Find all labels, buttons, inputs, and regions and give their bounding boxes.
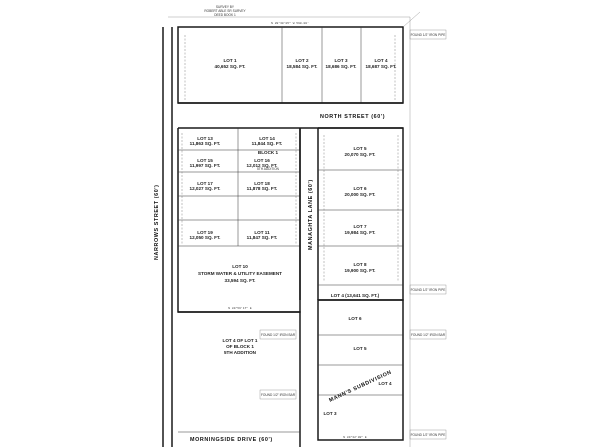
lot17-area: 12,027 SQ. FT. (190, 186, 221, 191)
lot11-area: 11,847 SQ. FT. (247, 235, 278, 240)
pin-note-bl: FOUND 1/2" IRON BAR (261, 393, 296, 397)
pin-box-tr (409, 29, 447, 40)
mann-lot6-label: LOT 6 (348, 316, 361, 321)
north-lot-lines (281, 27, 362, 103)
lot13-area: 11,863 SQ. FT. (190, 141, 221, 146)
pin-notes: FOUND 1/2" IRON PIPE FOUND 1/2" IRON BAR… (259, 29, 447, 440)
right-block-lot-lines (318, 169, 403, 286)
left-block-setbacks (181, 133, 297, 244)
top-note: SURVEY BY (216, 5, 235, 9)
south-lot-label: LOT 4 OF LOT 1 (223, 338, 258, 343)
lot14-area: 11,844 SQ. FT. (252, 141, 283, 146)
pin-note-rr: FOUND 1/2" IRON PIPE (411, 288, 446, 292)
lot5-label: LOT 5 (353, 146, 366, 151)
lot19-area: 12,050 SQ. FT. (190, 235, 221, 240)
west-street-edges (162, 27, 173, 447)
lot18-label: LOT 18 (254, 181, 270, 186)
block-label: BLOCK 1 (258, 150, 279, 155)
addition-label: 5TH ADDITION (257, 167, 280, 171)
lot18-area: 11,878 SQ. FT. (247, 186, 278, 191)
north-setbacks (184, 35, 396, 100)
south-lot-addition: 5TH ADDITION (224, 350, 257, 355)
mann-lot4-label: LOT 4 (378, 381, 391, 386)
top-dimension: N 89°30'05" W 590.00' (271, 21, 309, 25)
right-edge-lines (402, 11, 421, 447)
mann-subdivision-label: MANN'S SUBDIVISION (328, 369, 393, 403)
lot3-label: LOT 3 (334, 58, 347, 63)
lot16-label: LOT 16 (254, 158, 270, 163)
top-note-line2: DEED BOOK 1 (214, 13, 236, 17)
lot4-area: 18,687 SQ. FT. (366, 64, 397, 69)
pin-note-tr: FOUND 1/2" IRON PIPE (411, 33, 446, 37)
top-survey-note: SURVEY BY ROBERT ABLE SR SURVEY DEED BOO… (204, 5, 246, 17)
lot14-label: LOT 14 (259, 136, 275, 141)
lot11-label: LOT 11 (254, 230, 270, 235)
lot15-label: LOT 15 (197, 158, 213, 163)
lot3-area: 18,686 SQ. FT. (326, 64, 357, 69)
lot10-area: 33,594 SQ. FT. (225, 278, 256, 283)
lot19-label: LOT 19 (197, 230, 213, 235)
lot7-label: LOT 7 (353, 224, 366, 229)
lot17-label: LOT 17 (197, 181, 213, 186)
south-lot-block: OF BLOCK 1 (226, 344, 254, 349)
pin-box-ml (259, 329, 297, 340)
lot7-area: 19,984 SQ. FT. (345, 230, 376, 235)
mid-dimension: N 89°56'17" E (228, 306, 252, 310)
mann-lot5-label: LOT 5 (353, 346, 366, 351)
middle-lane-edges (299, 128, 319, 300)
pin-box-bl (259, 389, 297, 400)
pin-note-bot: FOUND 1/2" IRON PIPE (411, 433, 446, 437)
lot4-bottom-label: LOT 4 (13,641 SQ. FT.) (331, 293, 380, 298)
north-street-label: NORTH STREET (60') (320, 114, 385, 120)
mann-subdivision-boundary (317, 299, 404, 441)
lot1-area: 40,652 SQ. FT. (215, 64, 246, 69)
lot10-label: LOT 10 (232, 264, 248, 269)
pin-box-mr (409, 329, 447, 340)
lot6-label: LOT 6 (353, 186, 366, 191)
south-lot-boundary (178, 311, 301, 447)
mann-lot3-label: LOT 3 (323, 411, 336, 416)
middle-lane-label: MANAGHTA LANE (60') (308, 179, 314, 250)
lot16-area: 12,012 SQ. FT. (247, 163, 278, 168)
south-street-label: MORNINGSIDE DRIVE (60') (190, 437, 273, 443)
storm-easement-label: STORM WATER & UTILITY EASEMENT (198, 271, 282, 276)
lot8-label: LOT 8 (353, 262, 366, 267)
west-street-label: NARROWS STREET (60') (154, 184, 160, 260)
lot6-area: 20,000 SQ. FT. (345, 192, 376, 197)
pin-note-ml: FOUND 1/2" IRON BAR (261, 333, 296, 337)
lot15-area: 11,997 SQ. FT. (190, 163, 221, 168)
lot2-area: 18,584 SQ. FT. (287, 64, 318, 69)
lot2-label: LOT 2 (295, 58, 308, 63)
lot4-label: LOT 4 (374, 58, 387, 63)
top-note-line: ROBERT ABLE SR SURVEY (204, 9, 246, 13)
lot13-label: LOT 13 (197, 136, 213, 141)
pin-box-bot (409, 429, 447, 440)
left-block-lot-lines (178, 149, 300, 247)
right-block-setbacks (323, 135, 399, 282)
pin-note-mr: FOUND 1/2" IRON BAR (411, 333, 446, 337)
lot8-area: 19,900 SQ. FT. (345, 268, 376, 273)
pin-box-rr (409, 284, 447, 295)
lot5-area: 20,070 SQ. FT. (345, 152, 376, 157)
mann-lot-lines (318, 334, 403, 396)
south-dimension: N 89°32'08" E (343, 435, 367, 439)
lot1-label: LOT 1 (223, 58, 236, 63)
